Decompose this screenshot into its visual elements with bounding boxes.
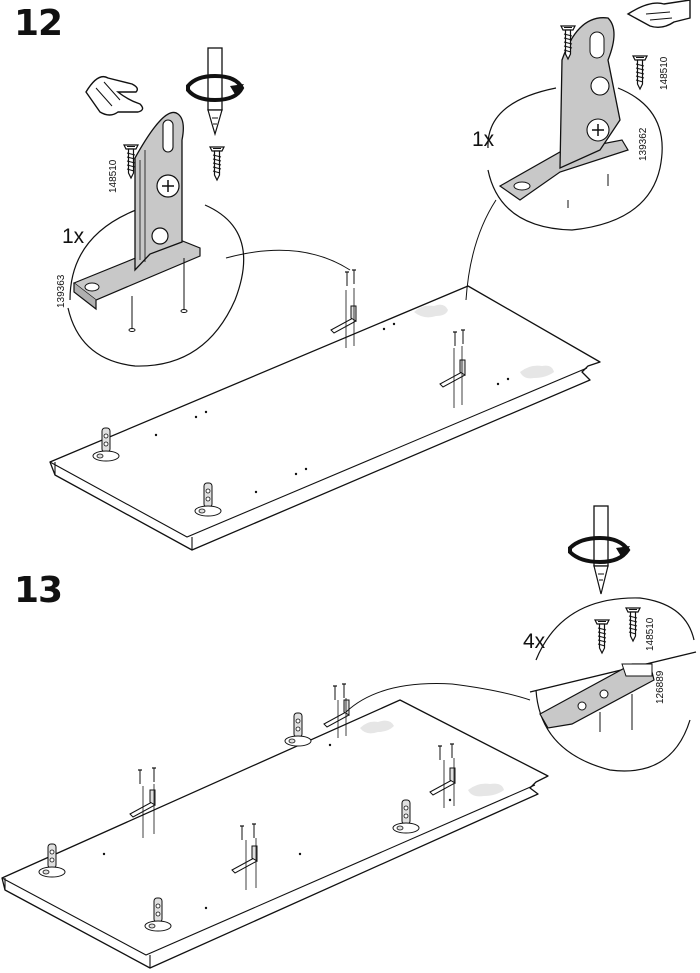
quantity-label: 4x <box>523 630 546 653</box>
detail-callout-bracket <box>345 597 697 772</box>
screw-icon <box>632 55 648 90</box>
screwdriver-rotate-icon <box>568 505 631 595</box>
detail-callout-left <box>67 111 351 367</box>
step-number-12: 12 <box>14 3 63 44</box>
quantity-label: 1x <box>62 225 85 248</box>
shelf-panel-icon <box>1 683 549 969</box>
hand-pointing-icon <box>85 75 144 116</box>
shelf-panel-icon <box>49 269 601 551</box>
step-number-13: 13 <box>14 570 63 611</box>
quantity-label: 1x <box>472 128 495 151</box>
detail-callout-right <box>465 17 663 301</box>
screw-icon <box>209 146 225 181</box>
screwdriver-rotate-icon <box>186 47 245 137</box>
screw-icon <box>625 607 641 642</box>
screw-icon <box>594 619 610 654</box>
hand-pointing-icon <box>626 0 691 29</box>
